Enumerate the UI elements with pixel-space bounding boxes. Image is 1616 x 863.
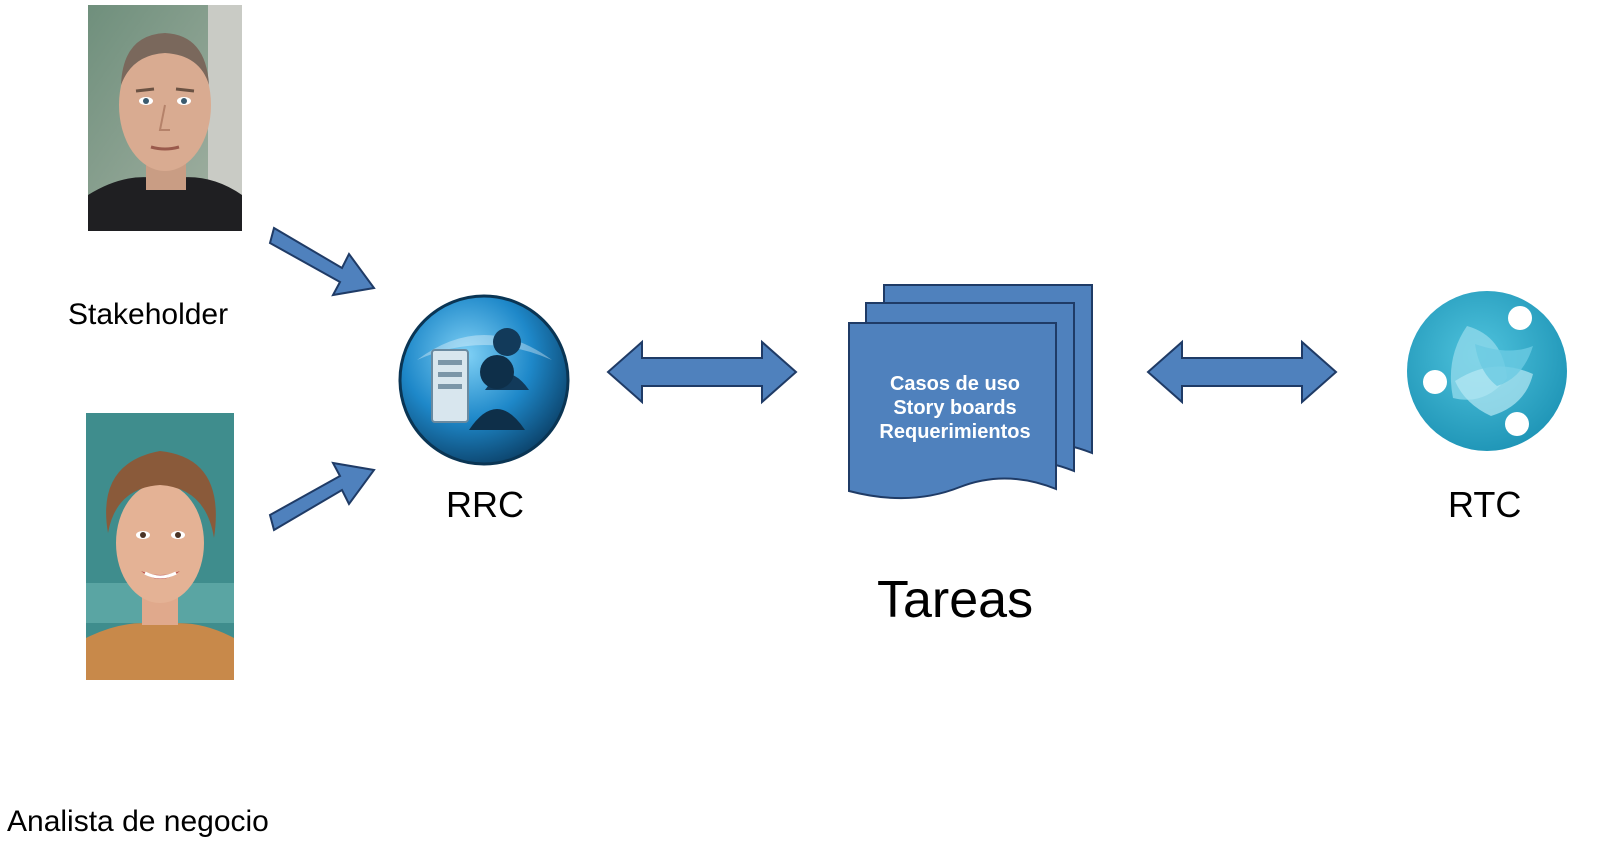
analyst-label: Analista de negocio [7,805,269,838]
artifacts-rtc-double-arrow [1146,339,1338,405]
artifacts-document-stack [848,284,1093,500]
artifact-item: Story boards [893,397,1017,419]
stakeholder-photo [88,5,242,231]
analyst-to-rrc-arrow [268,461,376,532]
stakeholder-to-rrc-arrow [268,226,376,297]
rrc-label: RRC [446,484,524,525]
rtc-label: RTC [1448,484,1522,525]
stakeholder-label: Stakeholder [68,298,229,331]
rrc-icon [398,294,570,466]
artifacts-list: Casos de uso Story boards Requerimientos [850,372,1060,444]
artifacts-title: Tareas [877,571,1034,629]
artifact-item: Casos de uso [889,373,1021,395]
artifact-item: Requerimientos [879,421,1031,443]
rrc-artifacts-double-arrow [606,339,798,405]
rtc-icon [1407,291,1567,451]
analyst-photo [86,413,234,680]
